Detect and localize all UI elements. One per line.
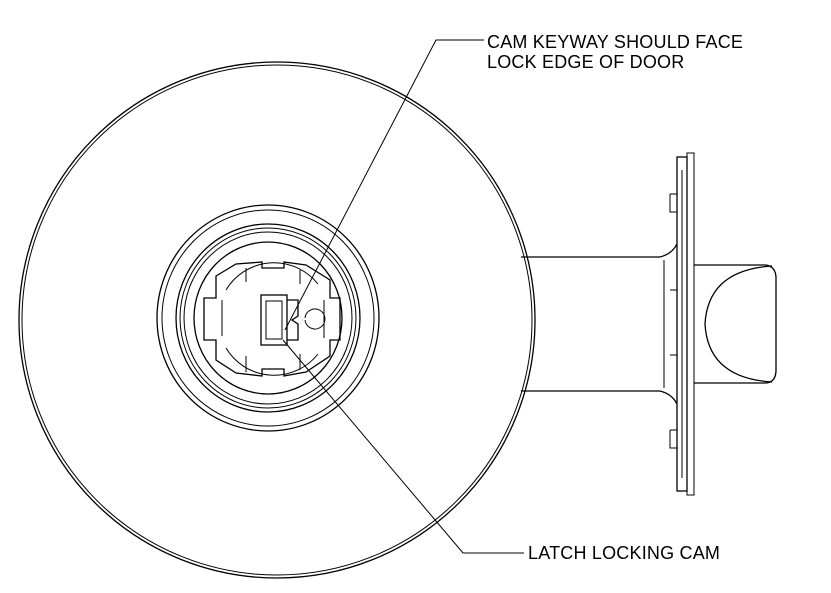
- callout-latch-locking-cam: LATCH LOCKING CAM: [528, 543, 721, 563]
- callout-cam-keyway: CAM KEYWAY SHOULD FACE LOCK EDGE OF DOOR: [487, 32, 743, 72]
- latch-locking-cam: [203, 261, 341, 377]
- latch-bolt: [694, 264, 777, 384]
- callout-keyway-line-1: CAM KEYWAY SHOULD FACE: [487, 32, 744, 52]
- cylinder-rings: [156, 204, 380, 432]
- knob-body: [18, 61, 536, 579]
- callout-keyway-line-2: LOCK EDGE OF DOOR: [487, 52, 685, 72]
- cam-keyway: [260, 294, 326, 346]
- leader-lines: [282, 39, 524, 554]
- mounting-plate: [669, 152, 695, 496]
- spindle-neck: [521, 243, 678, 405]
